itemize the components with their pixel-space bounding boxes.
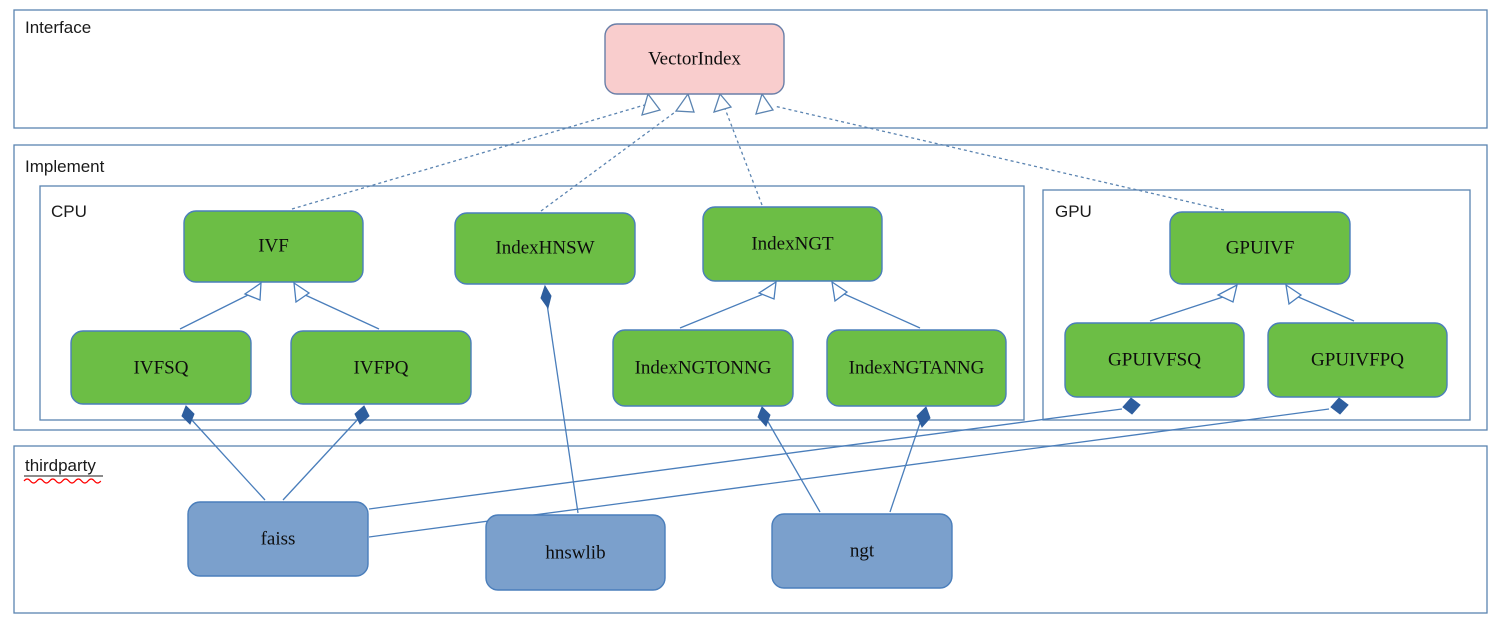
- edge-ivfpq-to-ivf: [293, 281, 380, 330]
- filled-diamond-icon: [354, 405, 370, 425]
- filled-diamond-icon: [916, 406, 931, 428]
- filled-diamond-icon: [757, 406, 771, 427]
- edge-indexngt-to-vectorindex: [712, 92, 763, 206]
- filled-diamond-icon: [540, 284, 552, 310]
- node-faiss[interactable]: faiss: [187, 501, 369, 577]
- hollow-triangle-arrowhead-icon: [293, 281, 311, 304]
- node-gpuivfpq[interactable]: GPUIVFPQ: [1267, 322, 1448, 398]
- node-rect-gpuivf[interactable]: [1169, 211, 1351, 285]
- node-indexngtanng[interactable]: IndexNGTANNG: [826, 329, 1007, 407]
- edge-ngt-to-indexngtonng: [757, 406, 821, 513]
- node-label-hnswlib: hnswlib: [545, 542, 605, 563]
- edge-gpuivf-to-vectorindex: [755, 92, 1225, 211]
- hollow-triangle-arrowhead-icon: [831, 280, 849, 303]
- edge-ivf-to-vectorindex: [291, 92, 662, 210]
- group-label-cpu: CPU: [51, 202, 87, 221]
- node-label-indexngtanng: IndexNGTANNG: [849, 357, 985, 378]
- node-label-gpuivfpq: GPUIVFPQ: [1311, 349, 1404, 370]
- node-rect-ivf[interactable]: [183, 210, 364, 283]
- node-label-vectorindex: VectorIndex: [648, 48, 741, 69]
- group-label-thirdparty: thirdparty: [25, 456, 96, 475]
- group-label-implement: Implement: [25, 157, 105, 176]
- node-label-ivfpq: IVFPQ: [354, 357, 409, 378]
- node-label-ivf: IVF: [258, 235, 289, 256]
- hollow-triangle-arrowhead-icon: [641, 92, 662, 116]
- node-rect-indexngtanng[interactable]: [826, 329, 1007, 407]
- hollow-triangle-arrowhead-icon: [755, 92, 775, 115]
- node-rect-indexngtonng[interactable]: [612, 329, 794, 407]
- node-rect-ngt[interactable]: [771, 513, 953, 589]
- node-ngt[interactable]: ngt: [771, 513, 953, 589]
- hollow-triangle-arrowhead-icon: [712, 92, 733, 113]
- node-rect-gpuivfsq[interactable]: [1064, 322, 1245, 398]
- node-ivfsq[interactable]: IVFSQ: [70, 330, 252, 405]
- node-label-gpuivfsq: GPUIVFSQ: [1108, 349, 1201, 370]
- filled-diamond-icon: [1122, 397, 1141, 415]
- node-label-faiss: faiss: [261, 528, 296, 549]
- node-rect-hnswlib[interactable]: [485, 514, 666, 591]
- edge-ivfsq-to-ivf: [179, 281, 262, 330]
- node-rect-gpuivfpq[interactable]: [1267, 322, 1448, 398]
- filled-diamond-icon: [1330, 397, 1349, 415]
- edge-faiss-to-ivfpq: [282, 405, 370, 501]
- node-indexngt[interactable]: IndexNGT: [702, 206, 883, 282]
- node-label-indexhnsw: IndexHNSW: [495, 237, 594, 258]
- hollow-triangle-arrowhead-icon: [1216, 283, 1238, 303]
- node-rect-vectorindex[interactable]: [604, 23, 785, 95]
- node-gpuivf[interactable]: GPUIVF: [1169, 211, 1351, 285]
- node-rect-faiss[interactable]: [187, 501, 369, 577]
- group-label-gpu: GPU: [1055, 202, 1092, 221]
- edge-gpuivfpq-to-gpuivf: [1285, 283, 1355, 322]
- node-rect-ivfsq[interactable]: [70, 330, 252, 405]
- node-label-indexngt: IndexNGT: [751, 233, 834, 254]
- edge-ngt-to-indexngtanng: [889, 406, 931, 513]
- node-gpuivfsq[interactable]: GPUIVFSQ: [1064, 322, 1245, 398]
- edge-indexngtanng-to-indexngt: [831, 280, 921, 329]
- node-label-indexngtonng: IndexNGTONNG: [635, 357, 772, 378]
- node-ivfpq[interactable]: IVFPQ: [290, 330, 472, 405]
- filled-diamond-icon: [181, 405, 195, 425]
- group-label-interface: Interface: [25, 18, 91, 37]
- node-ivf[interactable]: IVF: [183, 210, 364, 283]
- edge-indexhnsw-to-vectorindex: [540, 92, 695, 212]
- hollow-triangle-arrowhead-icon: [757, 280, 777, 300]
- node-label-ivfsq: IVFSQ: [134, 357, 189, 378]
- hollow-triangle-arrowhead-icon: [1285, 283, 1303, 306]
- node-indexhnsw[interactable]: IndexHNSW: [454, 212, 636, 285]
- hollow-triangle-arrowhead-icon: [674, 92, 695, 113]
- node-hnswlib[interactable]: hnswlib: [485, 514, 666, 591]
- edge-indexngtonng-to-indexngt: [679, 280, 777, 329]
- edge-faiss-to-gpuivfsq: [368, 397, 1141, 510]
- edge-faiss-to-ivfsq: [181, 405, 266, 501]
- node-vectorindex[interactable]: VectorIndex: [604, 23, 785, 95]
- edge-gpuivfsq-to-gpuivf: [1149, 283, 1238, 322]
- node-rect-indexhnsw[interactable]: [454, 212, 636, 285]
- node-rect-indexngt[interactable]: [702, 206, 883, 282]
- node-label-gpuivf: GPUIVF: [1226, 237, 1295, 258]
- edge-hnswlib-to-indexhnsw: [540, 284, 579, 514]
- node-indexngtonng[interactable]: IndexNGTONNG: [612, 329, 794, 407]
- hollow-triangle-arrowhead-icon: [243, 281, 262, 301]
- spellcheck-squiggle-icon: [23, 478, 102, 484]
- node-label-ngt: ngt: [850, 540, 875, 561]
- node-rect-ivfpq[interactable]: [290, 330, 472, 405]
